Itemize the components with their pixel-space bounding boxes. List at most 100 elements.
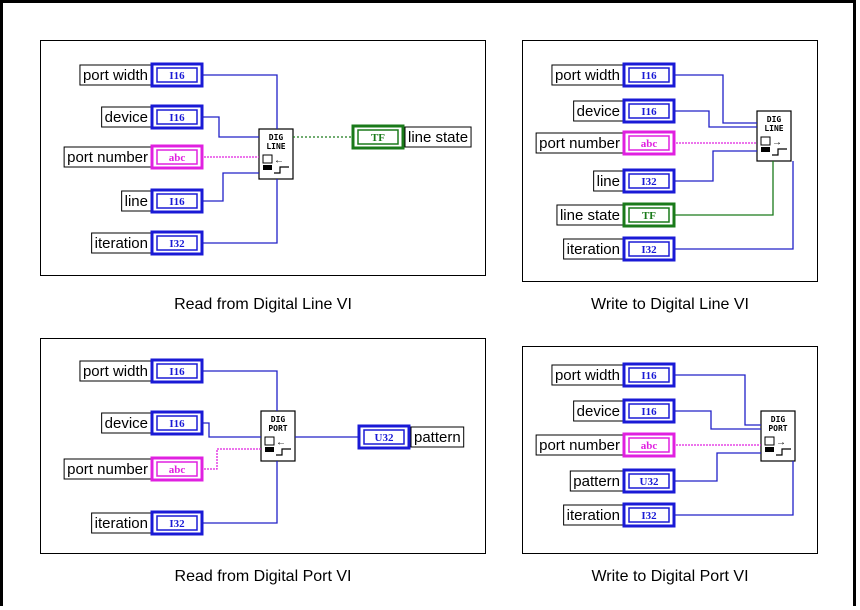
output-label: pattern bbox=[414, 429, 461, 446]
terminal-type-label: TF bbox=[371, 132, 385, 144]
daq-device-icon bbox=[262, 154, 273, 170]
input-label: line bbox=[125, 193, 148, 210]
wire-port-width bbox=[673, 374, 761, 426]
terminal-u32: U32 bbox=[622, 468, 676, 494]
digital-signal-icon bbox=[772, 148, 787, 156]
terminal-type-label: I16 bbox=[641, 70, 657, 82]
terminal-i32: I32 bbox=[622, 502, 676, 528]
input-label: device bbox=[577, 403, 620, 420]
input-label: iteration bbox=[95, 235, 148, 252]
terminal-type-label: I32 bbox=[641, 244, 657, 256]
terminal-type-label: U32 bbox=[375, 432, 394, 444]
terminal-type-label: abc bbox=[169, 464, 186, 476]
caption-write-digital-port: Write to Digital Port VI bbox=[591, 568, 749, 585]
terminal-type-label: I16 bbox=[641, 406, 657, 418]
input-iteration: iteration I32 bbox=[91, 179, 278, 256]
terminal-abc: abc bbox=[150, 456, 204, 482]
terminal-type-label: I16 bbox=[641, 106, 657, 118]
wire-iteration bbox=[673, 161, 794, 250]
wire-iteration bbox=[673, 461, 794, 516]
wire-port-width bbox=[673, 74, 757, 124]
input-label: iteration bbox=[95, 515, 148, 532]
vi-label-top: DIG bbox=[771, 415, 786, 424]
input-port-number: port number abc bbox=[63, 448, 261, 482]
caption-read-digital-port: Read from Digital Port VI bbox=[174, 568, 352, 585]
terminal-abc: abc bbox=[622, 432, 676, 458]
wire-device bbox=[201, 422, 261, 438]
terminal-type-label: I32 bbox=[169, 518, 185, 530]
terminal-type-label: I32 bbox=[169, 238, 185, 250]
vi-label-bottom: PORT bbox=[268, 424, 287, 433]
input-label: device bbox=[105, 109, 148, 126]
terminal-i16: I16 bbox=[150, 358, 204, 384]
wire-port-width bbox=[201, 370, 278, 411]
arrow-left-icon: ← bbox=[276, 437, 286, 448]
terminal-type-label: I16 bbox=[169, 70, 185, 82]
terminal-i16: I16 bbox=[150, 188, 204, 214]
input-label: port width bbox=[83, 363, 148, 380]
terminal-abc: abc bbox=[150, 144, 204, 170]
wire-pattern bbox=[673, 452, 761, 482]
input-label: line state bbox=[560, 207, 620, 224]
terminal-i16: I16 bbox=[622, 398, 676, 424]
wire-line bbox=[201, 172, 259, 202]
output-pattern: U32 pattern bbox=[295, 424, 465, 450]
arrow-right-icon: → bbox=[776, 437, 786, 448]
terminal-i16: I16 bbox=[622, 62, 676, 88]
wire-device bbox=[673, 110, 757, 128]
terminal-type-label: abc bbox=[641, 440, 658, 452]
input-label: line bbox=[597, 173, 620, 190]
input-device: device I16 bbox=[573, 398, 761, 430]
wire-line-state bbox=[673, 161, 774, 216]
vi-label-bottom: LINE bbox=[266, 142, 285, 151]
terminal-type-label: I16 bbox=[169, 418, 185, 430]
input-device: device I16 bbox=[101, 410, 261, 438]
terminal-type-label: I16 bbox=[169, 196, 185, 208]
input-label: iteration bbox=[567, 241, 620, 258]
terminal-type-label: I16 bbox=[169, 112, 185, 124]
vi-label-top: DIG bbox=[271, 415, 286, 424]
terminal-type-label: TF bbox=[642, 210, 656, 222]
input-iteration: iteration I32 bbox=[563, 161, 794, 262]
daq-device-icon bbox=[764, 436, 775, 452]
input-label: iteration bbox=[567, 507, 620, 524]
input-label: device bbox=[105, 415, 148, 432]
terminal-type-label: U32 bbox=[640, 476, 659, 488]
input-label: port number bbox=[67, 461, 148, 478]
input-line: line I16 bbox=[121, 172, 259, 214]
wire-device bbox=[673, 410, 761, 430]
terminal-i32: I32 bbox=[622, 236, 676, 262]
terminal-type-label: abc bbox=[641, 138, 658, 150]
wire-iteration bbox=[201, 179, 278, 244]
vi-label-bottom: LINE bbox=[764, 124, 783, 133]
terminal-i32: I32 bbox=[150, 230, 204, 256]
wire-port-width bbox=[201, 74, 278, 129]
input-iteration: iteration I32 bbox=[91, 461, 278, 536]
input-label: pattern bbox=[573, 473, 620, 490]
input-label: port width bbox=[555, 67, 620, 84]
arrow-left-icon: ← bbox=[274, 155, 284, 166]
wire-device bbox=[201, 116, 259, 138]
terminal-tf: TF bbox=[622, 202, 676, 228]
terminal-i16: I16 bbox=[622, 362, 676, 388]
daq-device-icon bbox=[760, 136, 771, 152]
digital-signal-icon bbox=[274, 166, 289, 174]
terminal-u32: U32 bbox=[357, 424, 411, 450]
vi-label-bottom: PORT bbox=[768, 424, 787, 433]
input-label: port number bbox=[67, 149, 148, 166]
